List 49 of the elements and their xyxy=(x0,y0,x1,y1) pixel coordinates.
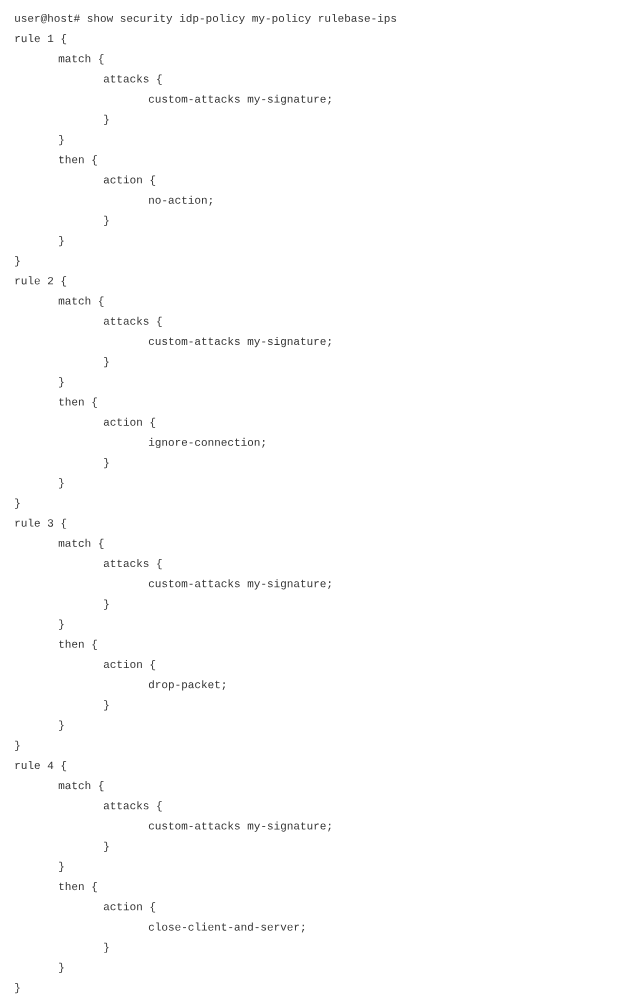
code-line: } xyxy=(59,235,64,247)
code-line: rule 4 { xyxy=(15,760,67,772)
code-line: match { xyxy=(58,781,104,792)
code-line: } xyxy=(59,377,64,388)
code-line: } xyxy=(104,215,109,226)
code-line: rule 3 { xyxy=(15,518,67,529)
code-line: } xyxy=(104,700,109,711)
code-line: } xyxy=(59,478,64,489)
code-line: attacks { xyxy=(103,74,162,85)
code-line: action { xyxy=(103,659,156,671)
code-line: } xyxy=(59,720,64,731)
code-line: rule 2 { xyxy=(15,276,67,287)
code-line: custom-attacks my-signature; xyxy=(148,94,331,105)
code-line: } xyxy=(15,498,20,509)
code-line: attacks { xyxy=(103,801,162,812)
code-line: custom-attacks my-signature; xyxy=(148,579,331,590)
code-line: user@host# show security idp-policy my-policy rulebase-ips xyxy=(15,13,397,25)
code-line: } xyxy=(59,619,64,630)
code-line: } xyxy=(15,256,20,267)
code-line: } xyxy=(104,942,109,953)
code-line: } xyxy=(104,458,109,469)
code-line: custom-attacks my-signature; xyxy=(148,336,331,348)
code-line: } xyxy=(104,114,109,126)
code-line: then { xyxy=(59,639,97,650)
code-line: } xyxy=(15,983,20,994)
code-line: } xyxy=(59,861,64,873)
code-line: attacks { xyxy=(103,316,162,327)
code-line: attacks { xyxy=(103,559,162,570)
code-line: match { xyxy=(58,296,104,307)
code-line: } xyxy=(59,962,64,974)
code-line: rule 1 { xyxy=(15,34,67,45)
code-line: } xyxy=(104,599,109,610)
code-line: no-action; xyxy=(149,195,212,206)
code-line: } xyxy=(15,740,20,751)
code-line: close-client-and-server; xyxy=(148,922,305,933)
code-line: } xyxy=(104,357,109,368)
code-line: match { xyxy=(58,54,104,65)
code-line: custom-attacks my-signature; xyxy=(148,821,331,832)
code-line: action { xyxy=(103,902,156,913)
code-line: then { xyxy=(59,155,97,166)
code-line: action { xyxy=(103,417,156,428)
code-line: then { xyxy=(59,397,97,408)
code-line: drop-packet; xyxy=(148,680,225,691)
code-line: ignore-connection; xyxy=(148,437,265,449)
code-line: } xyxy=(104,841,109,852)
code-line: match { xyxy=(58,538,104,550)
code-line: then { xyxy=(59,882,97,893)
code-line: action { xyxy=(103,175,156,186)
code-line: } xyxy=(59,135,64,146)
